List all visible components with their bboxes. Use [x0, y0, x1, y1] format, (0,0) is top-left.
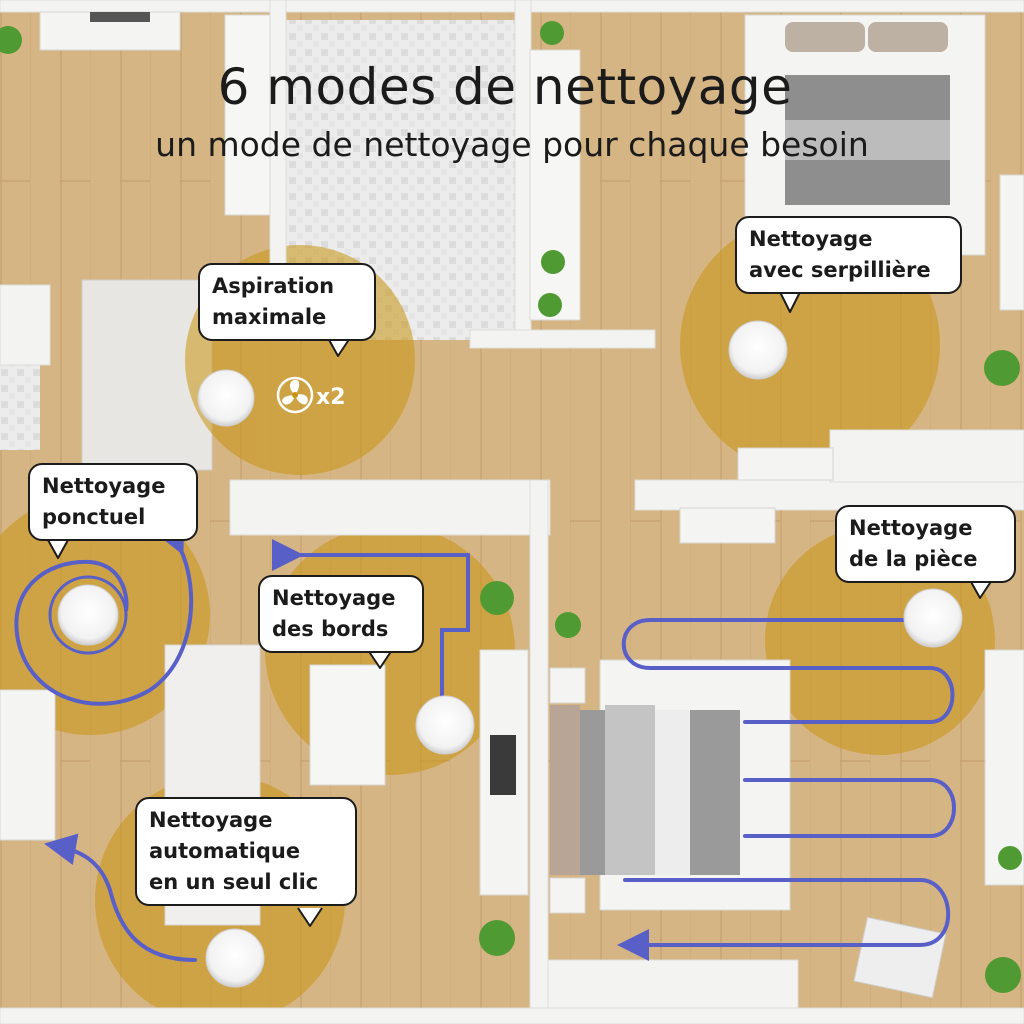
mode-label-line: ponctuel	[42, 505, 146, 529]
room-zigzag-path	[624, 618, 956, 945]
mode-label-line: Aspiration	[212, 274, 335, 298]
robot-vacuum-5	[903, 588, 963, 648]
mode-label-line: des bords	[272, 617, 389, 641]
robot-vacuum-2	[728, 320, 788, 380]
badge-label: x2	[316, 385, 346, 410]
mode-label-line: Nettoyage	[149, 808, 273, 832]
mode-label-line: Nettoyage	[272, 586, 396, 610]
mode-label-line: de la pièce	[849, 547, 978, 571]
mode-label-line: Nettoyage	[42, 474, 166, 498]
spot-spiral-path	[14, 519, 194, 706]
furniture	[0, 11, 1024, 999]
page-subtitle: un mode de nettoyage pour chaque besoin	[155, 125, 869, 164]
page-title: 6 modes de nettoyage	[217, 58, 793, 116]
robots	[57, 320, 963, 988]
auto-path	[44, 833, 197, 962]
robot-vacuum-3	[57, 584, 119, 646]
mode-label-line: en un seul clic	[149, 870, 319, 894]
mode-label-line: automatique	[149, 839, 301, 863]
robot-vacuum-1	[197, 369, 255, 427]
mode-label-line: avec serpillière	[749, 258, 931, 282]
cleaning-paths	[14, 519, 956, 962]
mode-label-aspiration: Aspiration maximale	[198, 263, 376, 341]
edge-path	[272, 539, 470, 702]
mode-label-ponctuel: Nettoyage ponctuel	[28, 463, 198, 541]
robot-vacuum-6	[205, 928, 265, 988]
mode-label-line: maximale	[212, 305, 327, 329]
mode-label-bords: Nettoyage des bords	[258, 575, 424, 653]
mode-label-line: Nettoyage	[749, 227, 873, 251]
robot-vacuum-4	[415, 695, 475, 755]
mode-label-auto: Nettoyage automatique en un seul clic	[135, 797, 357, 906]
max-suction-badge: x2	[275, 370, 355, 420]
mode-label-serpilliere: Nettoyage avec serpillière	[735, 216, 962, 294]
mode-label-piece: Nettoyage de la pièce	[835, 505, 1016, 583]
plants	[0, 21, 1022, 993]
mode-label-line: Nettoyage	[849, 516, 973, 540]
bubble-tails	[47, 291, 993, 927]
fan-icon: x2	[276, 376, 346, 414]
